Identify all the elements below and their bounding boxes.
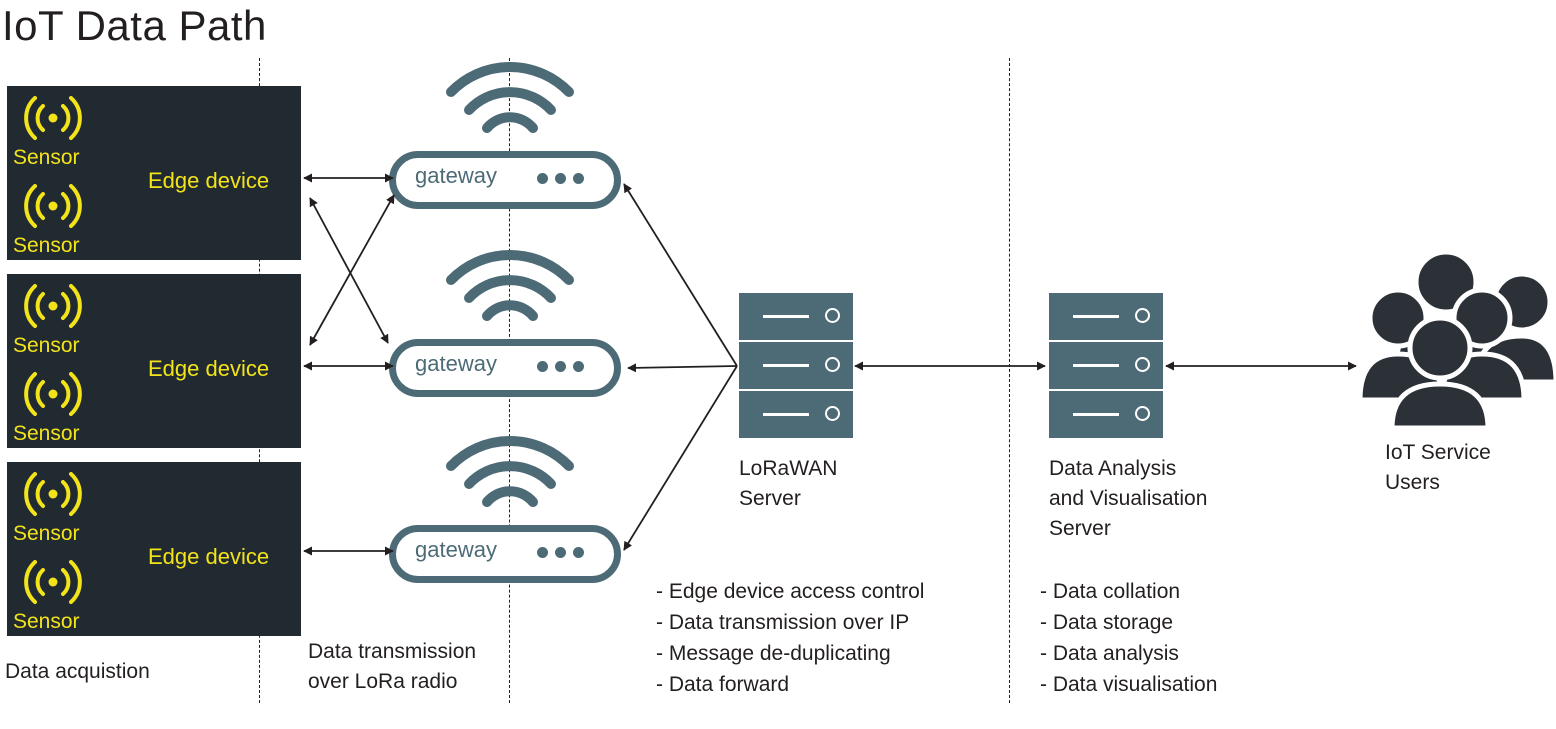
sensor-3a: Sensor xyxy=(13,468,93,548)
diagram-title: IoT Data Path xyxy=(2,2,267,49)
sensor-label: Sensor xyxy=(13,610,80,633)
sensor-label: Sensor xyxy=(13,146,80,169)
sensor-label: Sensor xyxy=(13,522,80,545)
gateway-label: gateway xyxy=(415,163,497,188)
sensor-label: Sensor xyxy=(13,334,80,357)
list-item: - Data storage xyxy=(1040,611,1174,634)
edge-device-label: Edge device xyxy=(148,356,270,381)
lorawan-functions-list: - Edge device access control - Data tran… xyxy=(656,576,924,700)
sensor-2a: Sensor xyxy=(13,280,93,360)
edge-device-label: Edge device xyxy=(148,544,270,569)
users-group-icon xyxy=(1358,250,1556,430)
edge-device-label: Edge device xyxy=(148,168,270,193)
sensor-label: Sensor xyxy=(13,422,80,445)
wifi-icon xyxy=(446,61,574,133)
lorawan-server-icon xyxy=(739,293,853,439)
list-item: - Data collation xyxy=(1040,580,1181,603)
radio-signal-icon xyxy=(24,96,82,140)
analysis-server-icon xyxy=(1049,293,1163,439)
list-item: - Data visualisation xyxy=(1040,673,1218,696)
gateway-status-dots xyxy=(537,545,591,563)
edge-device-box-3: Sensor Sensor Edge device xyxy=(7,462,301,636)
gateway-status-dots xyxy=(537,359,591,377)
edge-device-box-2: Sensor Sensor Edge device xyxy=(7,274,301,448)
sensor-1b: Sensor xyxy=(13,180,93,260)
edge-device-box-1: Sensor Sensor Edge device xyxy=(7,86,301,260)
wifi-icon xyxy=(446,435,574,507)
stage-divider-3 xyxy=(1009,58,1010,703)
list-item: - Edge device access control xyxy=(656,580,925,603)
list-item: - Message de-duplicating xyxy=(656,642,891,665)
gateway-3: gateway xyxy=(389,525,621,583)
gateway-status-dots xyxy=(537,171,591,189)
sensor-3b: Sensor xyxy=(13,556,93,636)
radio-signal-icon xyxy=(24,472,82,516)
radio-signal-icon xyxy=(24,284,82,328)
wifi-icon xyxy=(446,249,574,321)
list-item: - Data analysis xyxy=(1040,642,1179,665)
list-item: - Data forward xyxy=(656,673,790,696)
sensor-1a: Sensor xyxy=(13,92,93,172)
list-item: - Data transmission over IP xyxy=(656,611,910,634)
sensor-2b: Sensor xyxy=(13,368,93,448)
stage-label-acquisition: Data acquistion xyxy=(5,660,150,683)
gateway-label: gateway xyxy=(415,537,497,562)
gateway-label: gateway xyxy=(415,351,497,376)
radio-signal-icon xyxy=(24,372,82,416)
sensor-label: Sensor xyxy=(13,234,80,257)
radio-signal-icon xyxy=(24,560,82,604)
radio-signal-icon xyxy=(24,184,82,228)
analysis-functions-list: - Data collation - Data storage - Data a… xyxy=(1040,576,1217,700)
